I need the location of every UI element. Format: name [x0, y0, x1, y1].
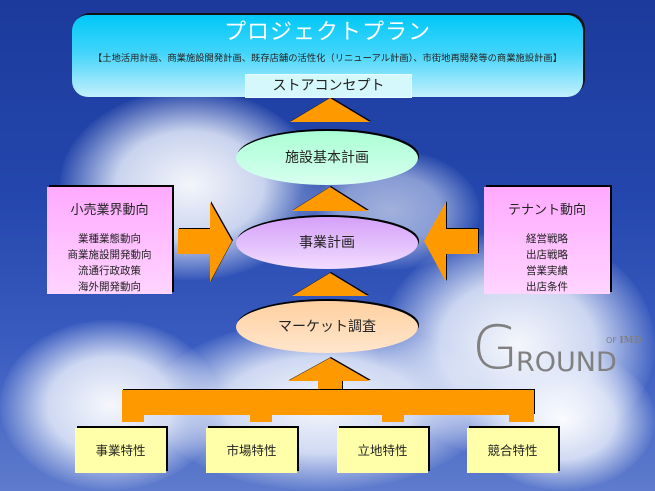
connector-stub [509, 410, 534, 422]
store-concept-box: ストアコンセプト [245, 74, 412, 98]
arrow-up-to-business-plan [292, 273, 368, 296]
banner-subtitle: 【土地活用計画、商業施設開発計画、既存店舗の活性化（リニューアル計画）、市街地再… [92, 53, 563, 64]
project-plan-banner: プロジェクトプラン 【土地活用計画、商業施設開発計画、既存店舗の活性化（リニュー… [72, 15, 583, 98]
business-plan-ellipse: 事業計画 [236, 217, 418, 269]
connector-stub [122, 410, 144, 422]
arrow-up-to-banner [290, 98, 370, 122]
logo-letter-g: G [472, 313, 519, 383]
tenant-trends-title: テナント動向 [507, 203, 586, 218]
tenant-trends-item: 出店戦略 [526, 249, 568, 261]
retail-trends-box: 小売業界動向 業種業態動向 商業施設開発動向 流通行政政策 海外開発動向 [47, 187, 172, 294]
logo-of: OF [606, 336, 617, 345]
connector-stub [382, 410, 404, 422]
connector-bar [122, 390, 534, 415]
tenant-trends-item: 営業実績 [526, 265, 568, 277]
business-plan-label: 事業計画 [299, 235, 355, 251]
retail-trends-title: 小売業界動向 [70, 203, 149, 218]
business-characteristics-box: 事業特性 [75, 428, 166, 473]
logo-text-of-imd: OF IMD [606, 336, 641, 346]
facility-plan-ellipse: 施設基本計画 [236, 131, 418, 185]
logo-text-round: ROUND [516, 347, 617, 378]
retail-trends-item: 業種業態動向 [78, 233, 141, 245]
competition-characteristics-box: 競合特性 [467, 428, 558, 473]
arrow-right-from-retail-trends [178, 202, 232, 282]
market-research-ellipse: マーケット調査 [236, 301, 418, 353]
tenant-trends-box: テナント動向 経営戦略 出店戦略 営業実績 出店条件 [484, 187, 610, 294]
market-research-label: マーケット調査 [278, 319, 376, 335]
arrow-left-from-tenant-trends [424, 202, 478, 282]
banner-title: プロジェクトプラン [223, 20, 431, 45]
arrow-up-to-facility-plan [292, 187, 368, 211]
ground-logo: G ROUND OF IMD [472, 318, 647, 378]
connector-stub [250, 410, 272, 422]
tenant-trends-item: 経営戦略 [526, 233, 568, 245]
tenant-trends-item: 出店条件 [526, 281, 568, 293]
retail-trends-item: 流通行政政策 [78, 265, 141, 277]
retail-trends-item: 海外開発動向 [78, 281, 141, 293]
market-characteristics-box: 市場特性 [206, 428, 297, 473]
logo-imd: IMD [619, 336, 642, 346]
retail-trends-item: 商業施設開発動向 [67, 249, 152, 261]
location-characteristics-box: 立地特性 [337, 428, 428, 473]
facility-plan-label: 施設基本計画 [285, 150, 369, 166]
arrow-up-to-market-research [288, 358, 370, 393]
